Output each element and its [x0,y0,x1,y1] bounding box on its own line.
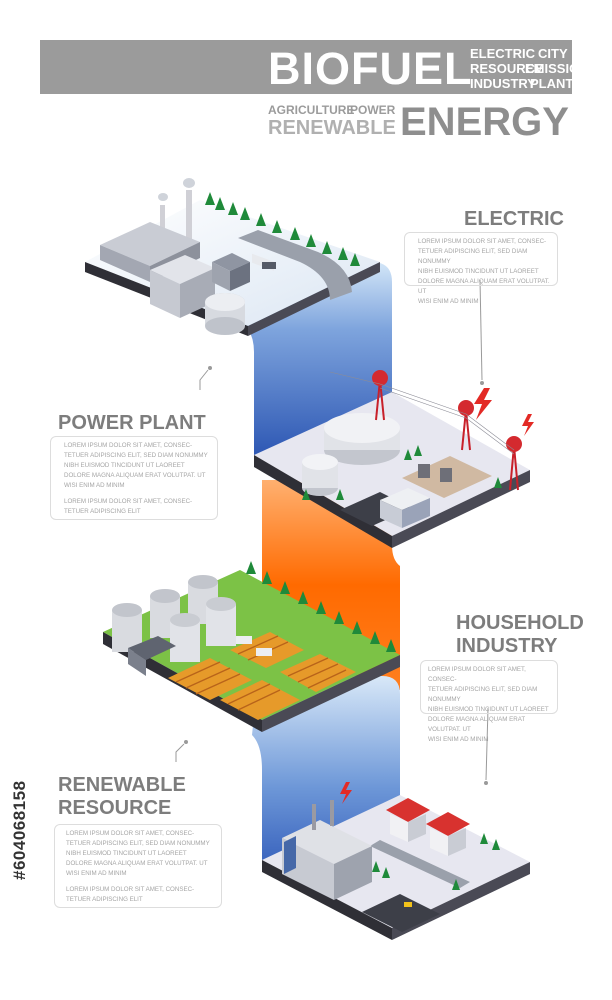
renewable-heading: RENEWABLE [58,774,186,796]
subtitle-renewable: RENEWABLE [268,117,396,139]
lightning-icon [522,414,534,436]
renewable-body: LOREM IPSUM DOLOR SIT AMET, CONSEC- TETU… [66,830,210,903]
tag-electric: ELECTRIC [470,46,535,61]
tag-resource: RESOURCE [470,61,544,76]
resource-heading: RESOURCE [58,797,172,819]
tag-industry: INDUSTRY [470,76,536,91]
power-plant-body: LOREM IPSUM DOLOR SIT AMET, CONSEC- TETU… [64,442,208,515]
tag-plant: PLANT [530,76,574,91]
subtitle-energy: ENERGY [400,100,569,144]
renewable-text-box [54,824,222,908]
tag-city: CITY [538,46,568,61]
stock-id-text: #604068158 [10,780,29,880]
electric-body: LOREM IPSUM DOLOR SIT AMET, CONSEC- TETU… [418,238,550,305]
household-heading: HOUSEHOLD [456,612,584,634]
industry-heading: INDUSTRY [456,635,558,657]
tag-power: POWER [350,103,396,117]
title-banner [40,40,572,94]
tag-emission: EMISSION [525,61,589,76]
household-body: LOREM IPSUM DOLOR SIT AMET, CONSEC- TETU… [428,666,549,743]
lightning-icon [474,388,492,420]
platform-agriculture [103,561,400,732]
power-plant-heading: POWER PLANT [58,412,206,434]
power-plant-text-box [50,436,218,520]
household-text-box [420,660,558,714]
main-title: BIOFUEL [268,43,473,94]
platform-electric [254,370,534,548]
stock-id-watermark: #604068158 [6,762,36,882]
electric-heading: ELECTRIC [464,208,564,230]
lightning-icon [340,782,352,804]
platform-power-plant [85,178,380,336]
electric-text-box [404,232,558,286]
platform-household-industry [262,782,530,940]
tag-agriculture: AGRICULTURE [268,103,355,117]
